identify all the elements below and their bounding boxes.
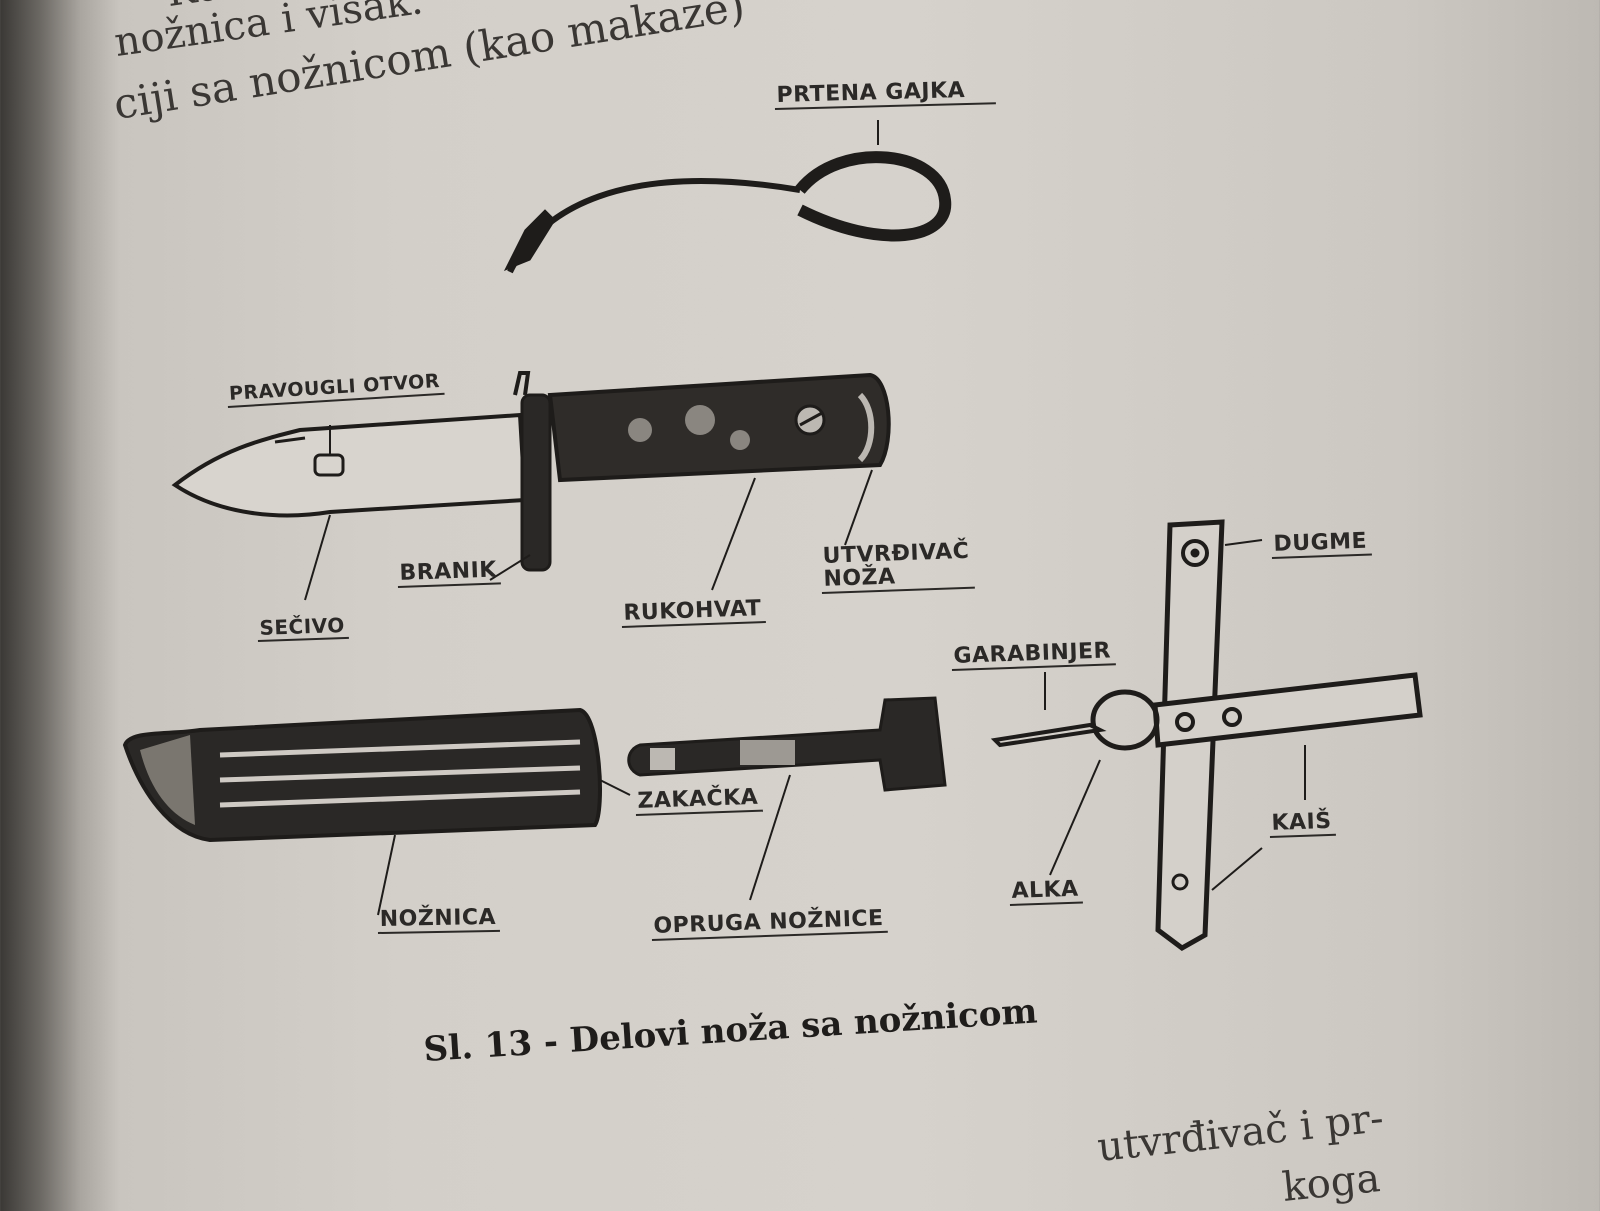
label-secivo: SEČIVO <box>257 613 350 642</box>
label-dugme: DUGME <box>1271 529 1372 560</box>
label-noznica: NOŽNICA <box>377 905 501 935</box>
strap-loop-drawing <box>503 120 952 274</box>
label-utvrdivac-noza: UTVRĐIVAČ NOŽA <box>820 538 975 595</box>
scabbard-spring-drawing <box>627 696 947 901</box>
label-branik: BRANIK <box>397 558 502 589</box>
scabbard-drawing <box>122 707 631 916</box>
label-zakacka: ZAKAČKA <box>635 785 763 817</box>
knife-drawing <box>171 371 891 601</box>
body-text-line: koga <box>1280 1155 1383 1211</box>
label-utvrdivac-line: UTVRĐIVAČ <box>822 538 970 569</box>
label-rukohvat: RUKOHVAT <box>621 596 766 629</box>
belt-clip-drawing <box>990 519 1423 951</box>
label-alka: ALKA <box>1009 877 1084 907</box>
label-noza-line: NOŽA <box>823 564 896 593</box>
label-kais: KAIŠ <box>1269 809 1337 839</box>
